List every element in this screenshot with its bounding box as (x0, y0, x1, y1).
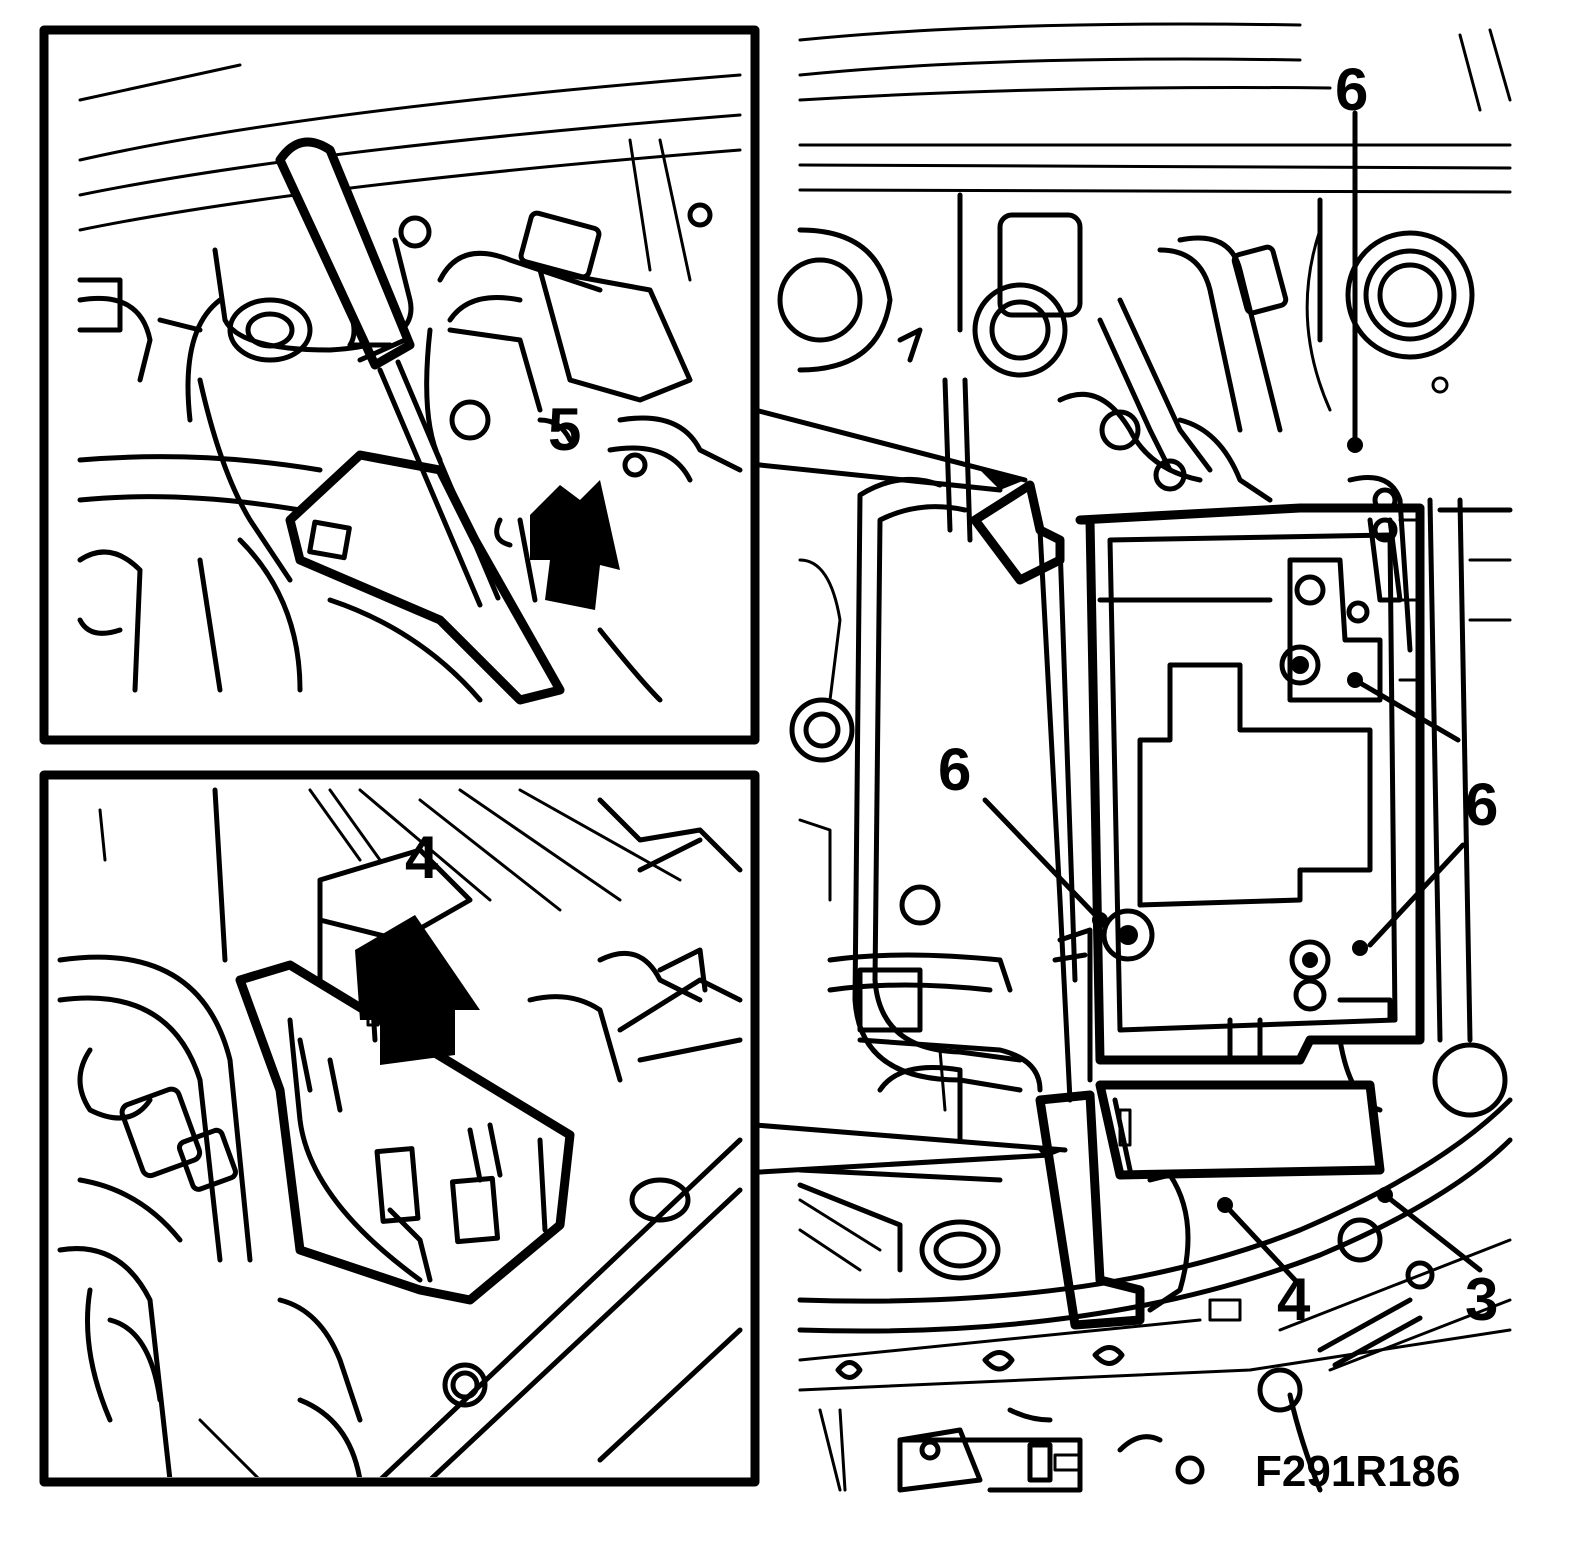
callout-6-left-mid: 6 (938, 736, 972, 803)
callout-4-main: 4 (1277, 1266, 1311, 1333)
callout-6-right-mid: 6 (1465, 771, 1499, 838)
callout-6-top-right: 6 (1335, 56, 1369, 123)
bottom-inset-view (39, 770, 760, 1487)
callout-5-top-inset: 5 (548, 396, 582, 463)
callout-4-bottom-inset: 4 (405, 824, 439, 891)
top-inset-view (39, 25, 760, 745)
inset-connectors (752, 407, 1068, 1175)
figure-code: F291R186 (1255, 1447, 1461, 1496)
main-engine-view (777, 22, 1513, 1493)
callout-3-main: 3 (1465, 1266, 1499, 1333)
